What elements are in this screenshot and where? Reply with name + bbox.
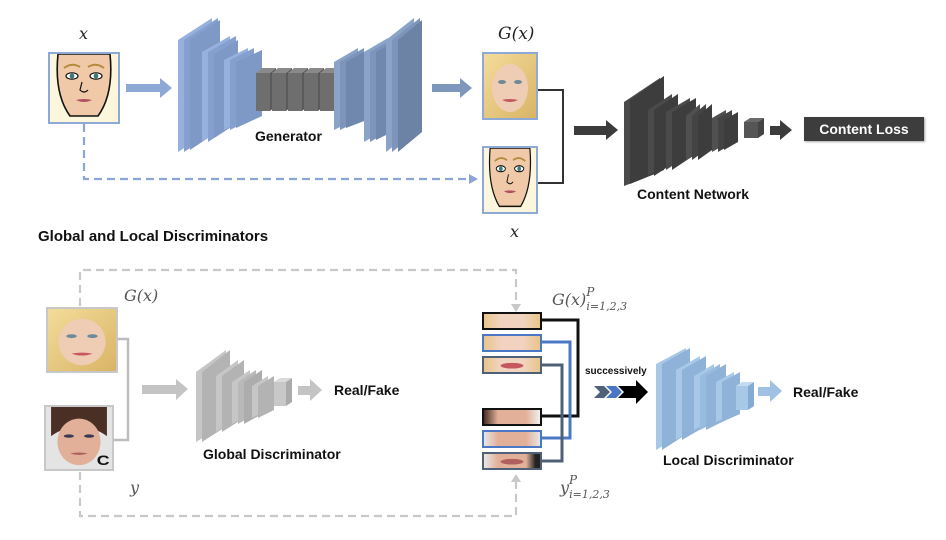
section-title: Global and Local Discriminators xyxy=(38,228,269,245)
svg-text:C: C xyxy=(97,454,110,469)
arrow-global-to-output xyxy=(298,379,322,401)
arrow-icon xyxy=(618,380,648,404)
fake-patches-sup: P xyxy=(586,285,595,299)
generator-decoder xyxy=(334,18,422,152)
bracket-content-pair xyxy=(536,89,564,184)
content-loss-label: Content Loss xyxy=(819,121,909,137)
real-patch-cheeks xyxy=(482,430,542,448)
global-output-label: Real/Fake xyxy=(334,382,400,398)
global-fake-face-image xyxy=(46,307,118,373)
output-gx-label: G(x) xyxy=(498,24,535,44)
real-patches-sup: P xyxy=(569,473,578,487)
global-real-face-image: C xyxy=(44,405,114,471)
chevron-icon xyxy=(594,386,610,398)
arrow-to-content-network xyxy=(574,120,618,140)
arrowhead-loop-top xyxy=(511,304,521,312)
input-sketch-image-copy xyxy=(482,146,538,214)
arrow-to-global-discriminator xyxy=(142,379,188,400)
content-network-label: Content Network xyxy=(637,186,749,202)
residual-block xyxy=(256,68,276,111)
real-patches-label: yPi=1,2,3 xyxy=(560,473,618,501)
arrow-local-to-output xyxy=(758,380,782,402)
fake-patch-eyes xyxy=(482,312,542,330)
fake-patches-base: G(x) xyxy=(552,290,587,309)
local-discriminator-label: Local Discriminator xyxy=(663,452,794,468)
fake-patch-mouth xyxy=(482,356,542,374)
successive-arrows xyxy=(594,380,648,404)
real-patch-eyes xyxy=(482,408,542,426)
dashed-skip-connection xyxy=(82,124,470,181)
dashed-feedback-loop xyxy=(78,268,518,518)
generator-label: Generator xyxy=(255,128,322,144)
content-network xyxy=(624,76,764,186)
input-sketch-image xyxy=(48,52,120,124)
skip-x-label: x xyxy=(510,222,520,241)
successively-label: successively xyxy=(585,366,647,377)
fake-patches-label: G(x)Pi=1,2,3 xyxy=(552,285,635,313)
real-patches-sub: i=1,2,3 xyxy=(569,488,610,501)
input-x-label: x xyxy=(79,24,89,43)
fake-patch-cheeks xyxy=(482,334,542,352)
global-discriminator-network xyxy=(196,350,292,442)
generator-bottleneck xyxy=(256,68,340,111)
real-patches-base: y xyxy=(560,478,570,497)
patch-routing xyxy=(542,318,580,463)
global-discriminator-label: Global Discriminator xyxy=(203,446,341,462)
chevron-icon xyxy=(606,386,622,398)
arrowhead-loop-bottom xyxy=(511,474,521,482)
arrow-generator-to-output xyxy=(432,78,472,98)
real-patch-mouth xyxy=(482,452,542,470)
generator-encoder xyxy=(178,18,262,152)
arrow-to-content-loss xyxy=(770,120,792,140)
local-output-label: Real/Fake xyxy=(793,384,859,400)
local-discriminator-network xyxy=(656,348,754,450)
arrow-input-to-generator xyxy=(126,78,172,98)
content-loss-box: Content Loss xyxy=(804,117,924,141)
arrowhead-skip xyxy=(469,174,478,184)
fake-patches-sub: i=1,2,3 xyxy=(586,300,628,313)
global-fake-label: G(x) xyxy=(124,286,159,305)
generated-face-image xyxy=(482,52,538,120)
bracket-global-pair xyxy=(114,337,130,442)
global-real-label: y xyxy=(130,478,140,497)
